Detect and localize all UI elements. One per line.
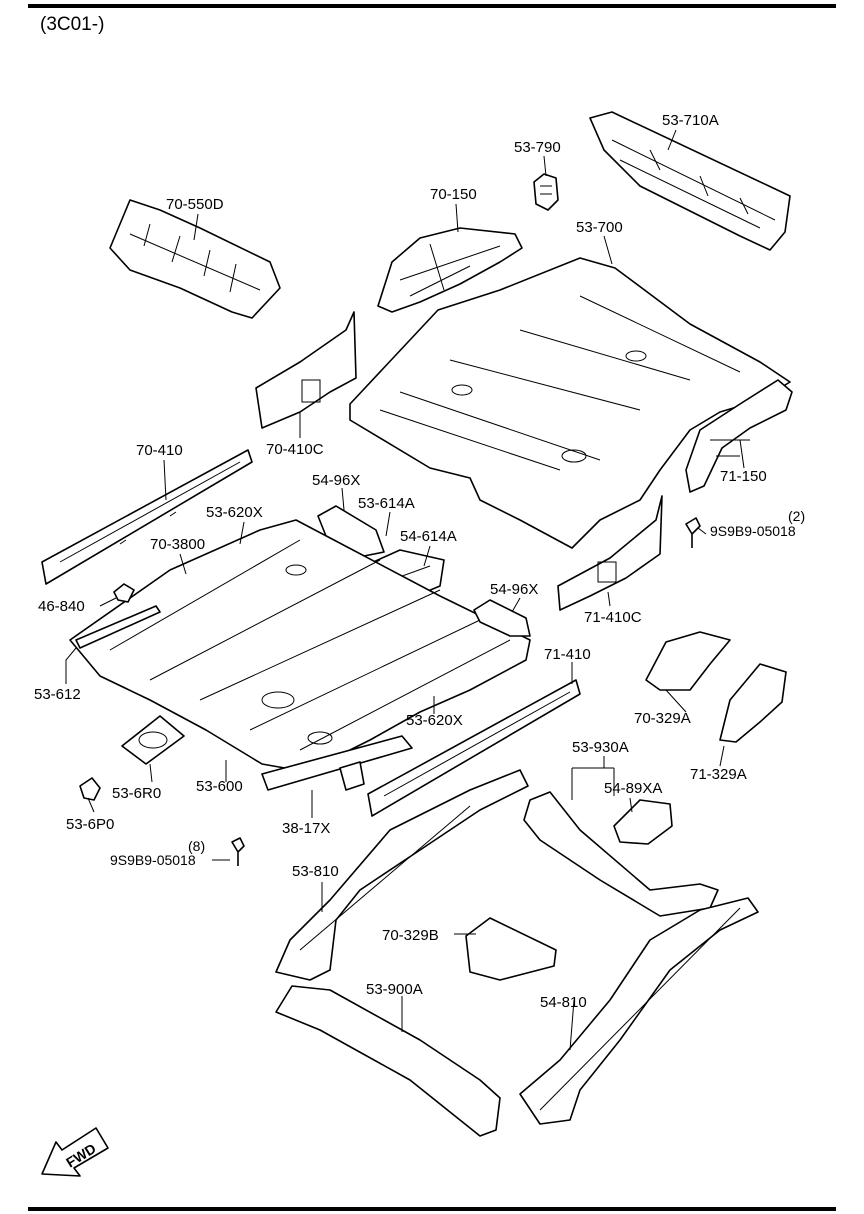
section-code: (3C01-) [40,14,105,35]
bolt-icon-lower [231,837,245,866]
part-drawing-70-150 [377,227,523,313]
part-drawing-53-710a [589,111,791,251]
part-drawing-53-600 [69,519,531,771]
part-drawing-54-810 [519,897,759,1125]
part-drawing-70-329b [465,917,557,981]
part-drawing-53-930a [523,791,719,917]
leader-lines [65,129,745,1051]
label-53-700: 53-700 [576,219,623,236]
label-71-410: 71-410 [544,646,591,663]
part-drawing-71-410c [557,495,663,611]
part-drawing-71-410 [367,679,581,817]
fwd-arrow-icon: FWD [41,1127,109,1177]
label-53-790: 53-790 [514,139,561,156]
label-53-900a: 53-900A [366,981,423,998]
label-71-410c: 71-410C [584,609,642,626]
label-54-810: 54-810 [540,994,587,1011]
part-drawing-53-6p0 [79,777,101,801]
part-drawing-53-700 [349,257,791,549]
label-bolt-upper: 9S9B9-05018 [710,523,796,539]
label-53-600: 53-600 [196,778,243,795]
part-drawing-70-550d [109,199,281,319]
label-70-410: 70-410 [136,442,183,459]
label-53-620x-lower: 53-620X [406,712,463,729]
bottom-border-rule [28,1207,836,1211]
part-drawing-70-410c [255,311,357,429]
label-53-620x-upper: 53-620X [206,504,263,521]
label-70-150: 70-150 [430,186,477,203]
label-70-329b: 70-329B [382,927,439,944]
label-70-3800: 70-3800 [150,536,205,553]
part-drawing-71-150 [685,379,793,493]
part-drawing-71-329a [719,663,787,743]
part-drawing-53-612 [75,605,161,649]
part-drawing-70-329a [645,631,731,691]
part-drawing-54-96x-lower [473,599,531,637]
bolt-icon-upper [685,517,701,548]
part-drawing-70-410 [41,449,253,585]
label-71-329a: 71-329A [690,766,747,783]
label-46-840: 46-840 [38,598,85,615]
label-70-410c: 70-410C [266,441,324,458]
part-drawing-38-17x [261,735,413,791]
part-drawing-54-89xa [613,799,673,845]
part-drawing-46-840 [113,583,135,603]
part-drawing-53-900a [275,985,501,1137]
label-bolt-lower: 9S9B9-05018 [110,852,196,868]
label-53-930a: 53-930A [572,739,629,756]
label-53-6r0: 53-6R0 [112,785,161,802]
label-70-329a: 70-329A [634,710,691,727]
part-drawing-53-810 [275,769,529,981]
part-labels: 53-710A 53-790 70-550D 70-150 53-700 70-… [34,112,805,1011]
label-38-17x: 38-17X [282,820,330,837]
label-54-96x-lower: 54-96X [490,581,538,598]
label-70-550d: 70-550D [166,196,224,213]
label-54-96x-upper: 54-96X [312,472,360,489]
quantity-upper-bolt: (2) [788,508,805,524]
label-54-89xa: 54-89XA [604,780,662,797]
label-53-612: 53-612 [34,686,81,703]
part-drawing-53-6r0 [121,715,185,765]
quantity-lower-bolt: (8) [188,838,205,854]
label-53-614a: 53-614A [358,495,415,512]
label-53-810: 53-810 [292,863,339,880]
top-border-rule [28,4,836,8]
label-53-6p0: 53-6P0 [66,816,114,833]
label-54-614a: 54-614A [400,528,457,545]
part-drawing-53-790 [533,173,559,211]
label-53-710a: 53-710A [662,112,719,129]
label-71-150: 71-150 [720,468,767,485]
